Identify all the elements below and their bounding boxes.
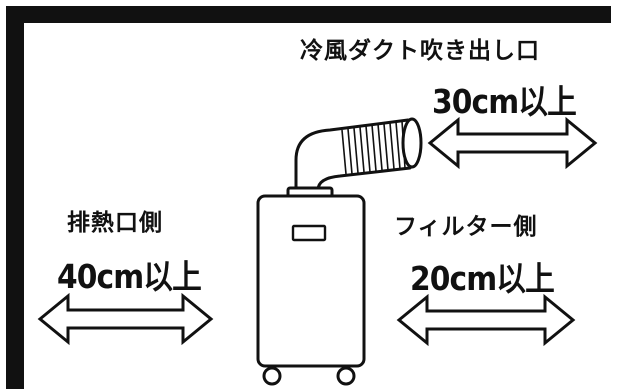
double-arrow-icon (396, 293, 576, 347)
control-panel (291, 224, 327, 242)
wheel-left (262, 366, 282, 386)
filter-side-clearance: 20cm以上 (410, 259, 555, 298)
double-arrow-icon (427, 116, 598, 170)
unit-body (256, 194, 366, 368)
exhaust-duct-label: 冷風ダクト吹き出し口 (300, 38, 540, 64)
hose-nozzle (401, 117, 423, 169)
double-arrow-icon (37, 292, 214, 346)
heat-outlet-label: 排熱口側 (67, 210, 163, 236)
filter-side-label: フィルター側 (394, 214, 538, 240)
exhaust-duct-clearance: 30cm以上 (432, 82, 577, 121)
wheel-right (336, 366, 356, 386)
heat-outlet-clearance: 40cm以上 (57, 257, 202, 296)
portable-air-conditioner-icon (256, 117, 423, 386)
